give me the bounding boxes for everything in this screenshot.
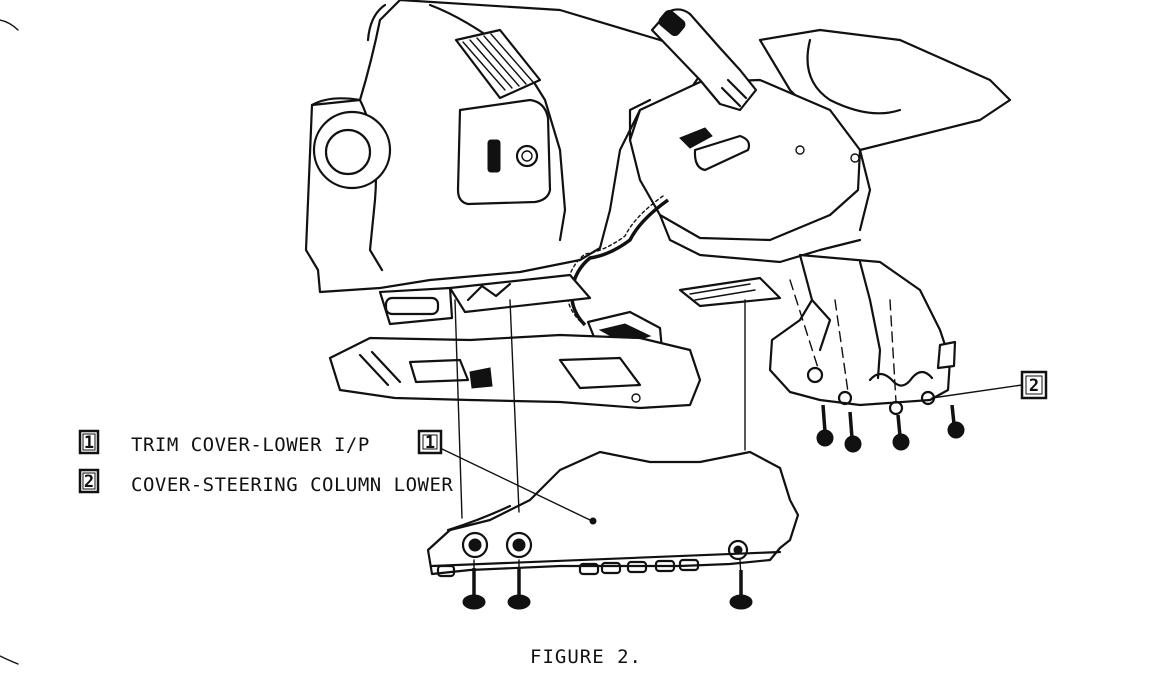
scan-edge-mark (0, 19, 19, 31)
screw (892, 414, 910, 451)
screw (507, 568, 531, 610)
trim-cover-part (426, 450, 800, 578)
lower-bracket (328, 273, 782, 410)
legend-number: 1 (84, 433, 94, 453)
legend-label: COVER-STEERING COLUMN LOWER (131, 474, 453, 496)
callout-trim-cover: 1 (417, 429, 443, 455)
legend: 1 TRIM COVER-LOWER I/P 2 COVER-STEERING … (78, 429, 453, 496)
alignment-lines (439, 279, 1023, 599)
steering-column (628, 8, 872, 264)
column-cover-part (768, 253, 957, 416)
figure-caption: FIGURE 2. (530, 646, 642, 668)
legend-item: 2 COVER-STEERING COLUMN LOWER (78, 468, 453, 496)
legend-number: 2 (84, 472, 94, 492)
scan-edge-mark (0, 655, 19, 665)
callout-number: 2 (1029, 376, 1039, 396)
callout-number: 1 (425, 433, 435, 453)
screw (947, 404, 965, 439)
fastener-screws (462, 404, 965, 610)
screw (729, 570, 753, 610)
screw (844, 411, 862, 453)
legend-label: TRIM COVER-LOWER I/P (131, 434, 370, 456)
legend-item: 1 TRIM COVER-LOWER I/P (78, 429, 370, 456)
callout-column-cover: 2 (1020, 370, 1048, 400)
screw (816, 404, 834, 447)
screw (462, 568, 486, 610)
